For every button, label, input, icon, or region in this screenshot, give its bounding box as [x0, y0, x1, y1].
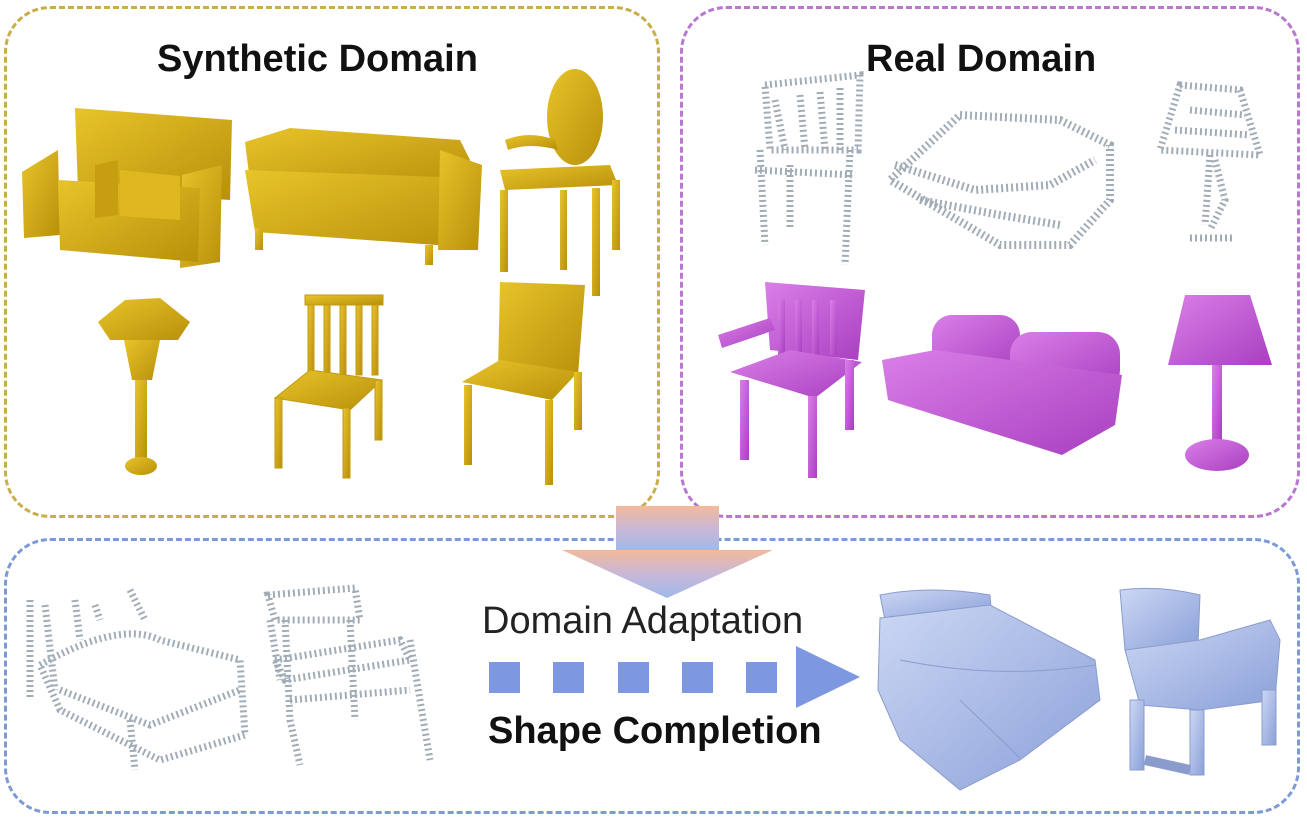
- output-mesh-chair: [1119, 587, 1281, 776]
- output-mesh-bed: [877, 589, 1101, 791]
- real-domain-panel: [680, 6, 1300, 518]
- synthetic-spindle-chair: [273, 294, 384, 479]
- real-pointcloud-chair: [754, 71, 864, 266]
- real-mesh-sofa: [882, 315, 1122, 455]
- domain-adaptation-label: Domain Adaptation: [482, 600, 804, 642]
- shape-completion-arrow-icon: [489, 646, 860, 708]
- real-mesh-lamp: [1168, 295, 1272, 471]
- input-pointcloud-bed: [26, 588, 249, 771]
- domain-adaptation-arrow-icon: [562, 506, 773, 598]
- synthetic-side-chair: [462, 282, 585, 485]
- real-pointcloud-lamp: [1155, 81, 1265, 242]
- real-domain-title: Real Domain: [866, 38, 1097, 80]
- synthetic-floor-lamp: [98, 298, 190, 475]
- synthetic-armchair: [22, 108, 232, 268]
- synthetic-domain-title: Synthetic Domain: [157, 38, 478, 80]
- input-pointcloud-chair: [263, 584, 434, 766]
- synthetic-domain-panel: [4, 6, 660, 518]
- synthetic-sofa: [245, 128, 482, 265]
- real-mesh-armchair: [718, 282, 865, 478]
- synthetic-ghost-chair: [500, 69, 620, 296]
- shape-completion-label: Shape Completion: [488, 710, 822, 752]
- real-pointcloud-sofa: [883, 110, 1114, 249]
